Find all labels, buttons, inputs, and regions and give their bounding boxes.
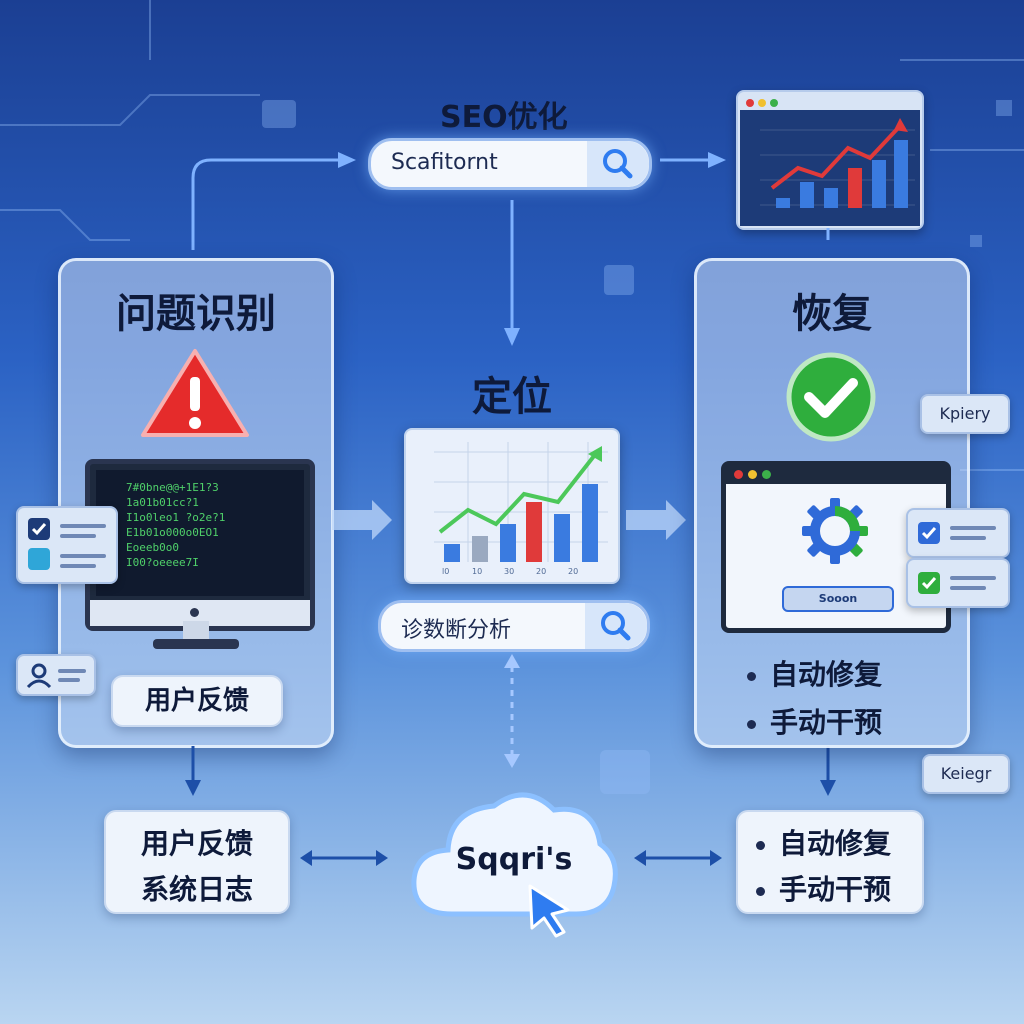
bottom-left-line: 用户反馈: [140, 827, 253, 860]
code-line: E1b01o000o0EO1: [126, 526, 219, 539]
left-panel-title: 问题识别: [116, 291, 276, 337]
checkbox-checked[interactable]: [918, 522, 940, 544]
chart-bar: [554, 514, 570, 562]
search-icon: [603, 149, 633, 179]
user-chip: [16, 654, 96, 696]
list-item: 自动修复: [770, 658, 883, 691]
trend-line: [770, 124, 902, 190]
right-panel-list: 自动修复 手动干预: [747, 653, 882, 741]
window-dot-yellow: [748, 470, 757, 479]
svg-text:l0: l0: [442, 567, 449, 576]
chart-bar: [500, 524, 516, 562]
left-panel: 问题识别 7#0bne@@+1E1?3 1a01b01cc?1 I1o0leo1…: [58, 258, 334, 748]
feedback-label: 用户反馈: [144, 686, 249, 716]
right-check-card: [906, 508, 1010, 558]
chart-bar: [582, 484, 598, 562]
middle-title: 定位: [472, 374, 552, 420]
svg-text:20: 20: [568, 567, 578, 576]
trend-arrowhead: [588, 446, 602, 462]
checkbox-checked[interactable]: [918, 572, 940, 594]
window-dot-green: [770, 99, 778, 107]
code-line: I00?oeeee7I: [126, 556, 199, 569]
cloud-icon: [411, 792, 618, 917]
svg-text:20: 20: [536, 567, 546, 576]
top-bar-chart: [740, 110, 920, 226]
image-icon: [28, 548, 50, 570]
list-item: 手动干预: [779, 873, 892, 906]
right-tag-bottom-text: Keiegr: [940, 764, 992, 783]
diagnosis-search-button[interactable]: [585, 603, 647, 649]
check-icon: [31, 523, 47, 536]
monitor-stand: [183, 621, 209, 641]
list-item: 自动修复: [779, 827, 892, 860]
gear-icon: [802, 498, 868, 564]
middle-chart-card: l0 10 30 20 20: [404, 428, 620, 584]
seo-search-bar[interactable]: Scafitornt: [368, 138, 652, 190]
chart-bar: [444, 544, 460, 562]
right-panel: 恢复: [694, 258, 970, 748]
svg-text:30: 30: [504, 567, 514, 576]
chart-bar: [800, 182, 814, 208]
monitor-screen: 7#0bne@@+1E1?3 1a01b01cc?1 I1o0leo1 ?o2e…: [96, 470, 304, 596]
chart-bar: [848, 168, 862, 208]
trend-line: [438, 454, 596, 534]
checkbox-checked[interactable]: [28, 518, 50, 540]
window-dot-yellow: [758, 99, 766, 107]
code-line: Eoeeb0o0: [126, 541, 179, 554]
bottom-right-card: 自动修复 手动干预: [736, 810, 924, 914]
search-icon: [601, 611, 631, 641]
seo-label: SEO优化: [440, 100, 568, 135]
recovery-button[interactable]: Sooon: [782, 586, 894, 612]
chart-bar: [894, 140, 908, 208]
top-chart-window: [736, 90, 924, 230]
check-icon: [921, 577, 937, 590]
left-check-card: [16, 506, 118, 584]
chart-bar: [776, 198, 790, 208]
seo-search-text: Scafitornt: [391, 150, 498, 175]
right-tag-top-text: Kpiery: [939, 404, 991, 423]
window-dot-red: [734, 470, 743, 479]
right-tag-bottom: Keiegr: [922, 754, 1010, 794]
chart-bar: [824, 188, 838, 208]
user-icon: [26, 663, 52, 689]
cursor-icon: [528, 884, 570, 938]
right-check-card: [906, 558, 1010, 608]
bottom-left-line: 系统日志: [140, 873, 253, 906]
chart-bar: [472, 536, 488, 562]
diagnosis-search-text: 诊数断分析: [401, 618, 512, 643]
right-tag-top: Kpiery: [920, 394, 1010, 434]
code-line: 1a01b01cc?1: [126, 496, 199, 509]
middle-vertical-connector: [504, 654, 520, 768]
trend-arrowhead: [894, 118, 908, 132]
code-line: I1o0leo1 ?o2e?1: [126, 511, 226, 524]
seo-search-button[interactable]: [587, 141, 649, 187]
diagnosis-search-bar[interactable]: 诊数断分析: [378, 600, 650, 652]
feedback-label-card: 用户反馈: [111, 675, 283, 727]
bottom-left-card: 用户反馈 系统日志: [104, 810, 290, 914]
check-icon: [921, 527, 937, 540]
warning-icon: [141, 349, 249, 437]
chart-bar: [872, 160, 886, 208]
check-circle-icon: [786, 352, 876, 442]
monitor: 7#0bne@@+1E1?3 1a01b01cc?1 I1o0leo1 ?o2e…: [85, 459, 315, 631]
svg-text:10: 10: [472, 567, 482, 576]
window-dot-green: [762, 470, 771, 479]
chart-bar: [526, 502, 542, 562]
window-dot-red: [746, 99, 754, 107]
right-panel-title: 恢复: [792, 291, 872, 337]
monitor-base: [153, 639, 239, 649]
cloud-text: Sqqri's: [455, 842, 573, 877]
list-item: 手动干预: [770, 706, 883, 739]
middle-chart: l0 10 30 20 20: [434, 442, 608, 576]
code-line: 7#0bne@@+1E1?3: [126, 481, 219, 494]
